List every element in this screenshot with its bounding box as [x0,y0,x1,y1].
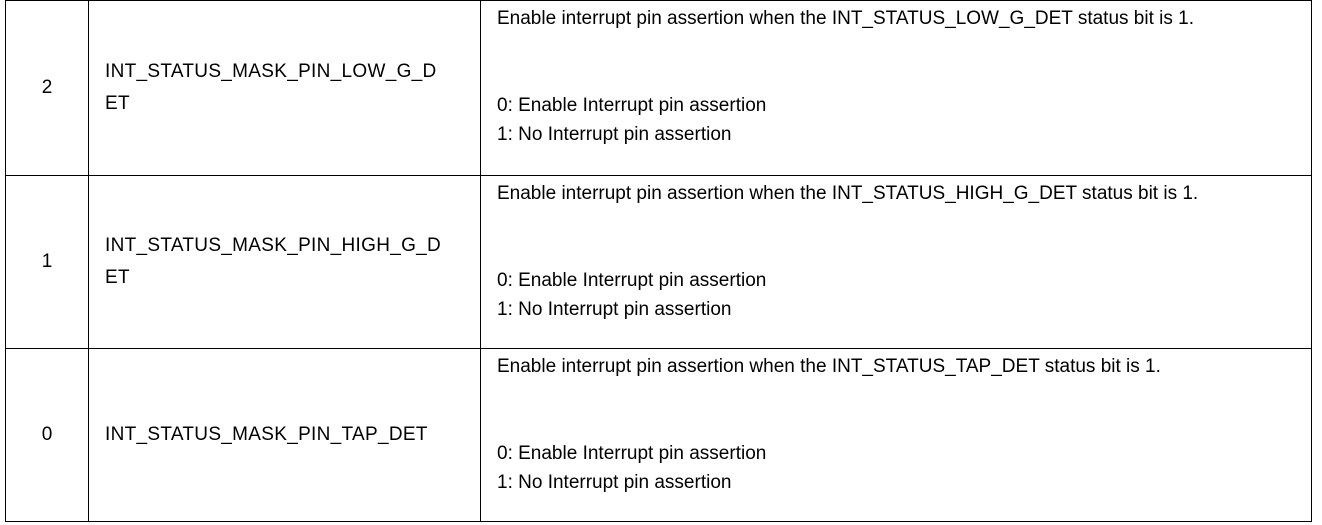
field-name-cell: INT_STATUS_MASK_PIN_HIGH_G_DET [88,175,481,349]
table-row: 2 INT_STATUS_MASK_PIN_LOW_G_DET Enable i… [5,0,1312,176]
field-description: Enable interrupt pin assertion when the … [497,183,1199,204]
field-description: Enable interrupt pin assertion when the … [497,356,1161,377]
option-1-text: 1: No Interrupt pin assertion [497,472,732,493]
option-1-text: 1: No Interrupt pin assertion [497,299,732,320]
option-1-text: 1: No Interrupt pin assertion [497,124,732,145]
bit-number: 1 [41,251,53,272]
field-name: INT_STATUS_MASK_PIN_TAP_DET [105,424,428,445]
option-0-text: 0: Enable Interrupt pin assertion [497,95,767,116]
bit-number-cell: 2 [5,0,89,176]
register-bit-table: 2 INT_STATUS_MASK_PIN_LOW_G_DET Enable i… [5,0,1312,522]
option-0-text: 0: Enable Interrupt pin assertion [497,270,767,291]
field-name-cell: INT_STATUS_MASK_PIN_LOW_G_DET [88,0,481,176]
option-0-text: 0: Enable Interrupt pin assertion [497,443,767,464]
bit-number: 0 [41,424,53,445]
bit-number-cell: 1 [5,175,89,349]
field-description: Enable interrupt pin assertion when the … [497,8,1194,29]
bit-number: 2 [41,77,53,98]
bit-number-cell: 0 [5,348,89,522]
table-row: 1 INT_STATUS_MASK_PIN_HIGH_G_DET Enable … [5,175,1312,349]
field-name: INT_STATUS_MASK_PIN_LOW_G_DET [105,61,437,114]
table-row: 0 INT_STATUS_MASK_PIN_TAP_DET Enable int… [5,348,1312,522]
description-cell: Enable interrupt pin assertion when the … [480,175,1312,349]
field-name-cell: INT_STATUS_MASK_PIN_TAP_DET [88,348,481,522]
description-cell: Enable interrupt pin assertion when the … [480,348,1312,522]
field-name: INT_STATUS_MASK_PIN_HIGH_G_DET [105,235,442,288]
description-cell: Enable interrupt pin assertion when the … [480,0,1312,176]
